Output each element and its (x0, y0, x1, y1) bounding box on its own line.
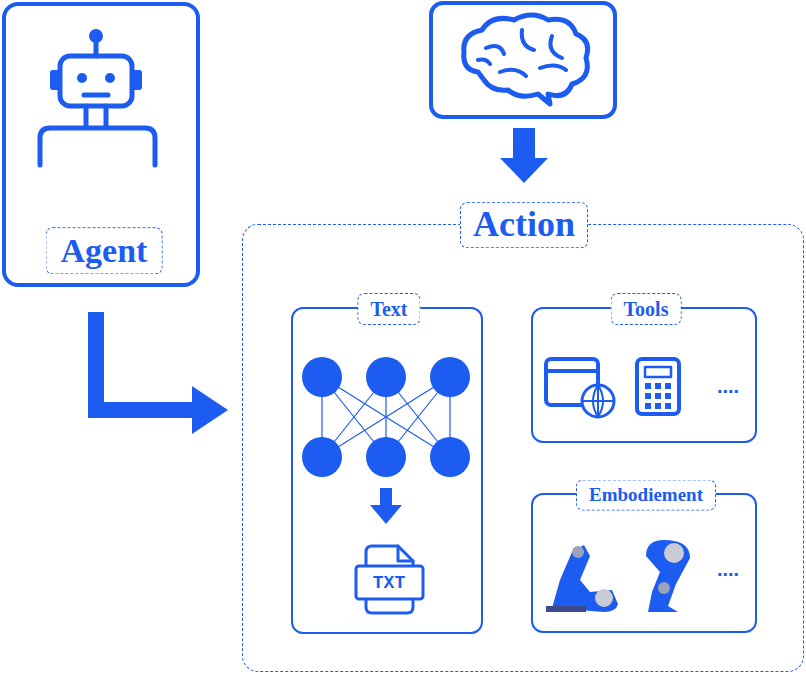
network-neurons (302, 357, 470, 477)
arrow-head (192, 386, 228, 434)
robot-neck (84, 106, 89, 126)
node-heading: Text (357, 293, 420, 325)
browser-bar (546, 369, 598, 373)
connector-arrow (96, 312, 228, 434)
robot-eye (77, 73, 87, 83)
robot-ear (50, 70, 60, 90)
calculator (637, 359, 679, 414)
globe (582, 385, 614, 417)
agent-box: Agent (2, 2, 200, 287)
robot-head (60, 56, 132, 106)
node-heading: Embodiement (576, 480, 716, 511)
robot-eye (105, 73, 115, 83)
file-icon (366, 546, 413, 613)
robot-arm (546, 545, 618, 612)
calculator-keys (645, 383, 671, 409)
brain-arrow (513, 128, 535, 160)
node-heading: Agent (46, 227, 163, 274)
tools-box: Tools (531, 307, 757, 443)
file-label: TXT (373, 574, 405, 592)
robot-leg (646, 540, 690, 612)
robot-mouth (84, 93, 108, 98)
calculator-screen (645, 367, 671, 377)
file-band (356, 566, 423, 599)
robot-body (40, 128, 155, 165)
down-arrow (380, 488, 392, 506)
node-heading: Tools (611, 293, 682, 325)
robot-neck (104, 106, 109, 126)
file-fold (398, 546, 413, 561)
ellipsis: .... (717, 376, 739, 396)
down-arrow-head (370, 505, 402, 524)
globe-lines (582, 385, 614, 417)
action-region: ActionTextToolsEmbodiement (242, 224, 804, 672)
connector-line (96, 312, 194, 410)
node-heading: Action (460, 202, 588, 248)
ellipsis: .... (717, 559, 739, 579)
brain-outline (464, 15, 588, 104)
brain-folds (478, 30, 566, 76)
robot-ear (132, 70, 142, 90)
brain-box (431, 3, 615, 117)
brain-arrow-head (500, 158, 548, 183)
